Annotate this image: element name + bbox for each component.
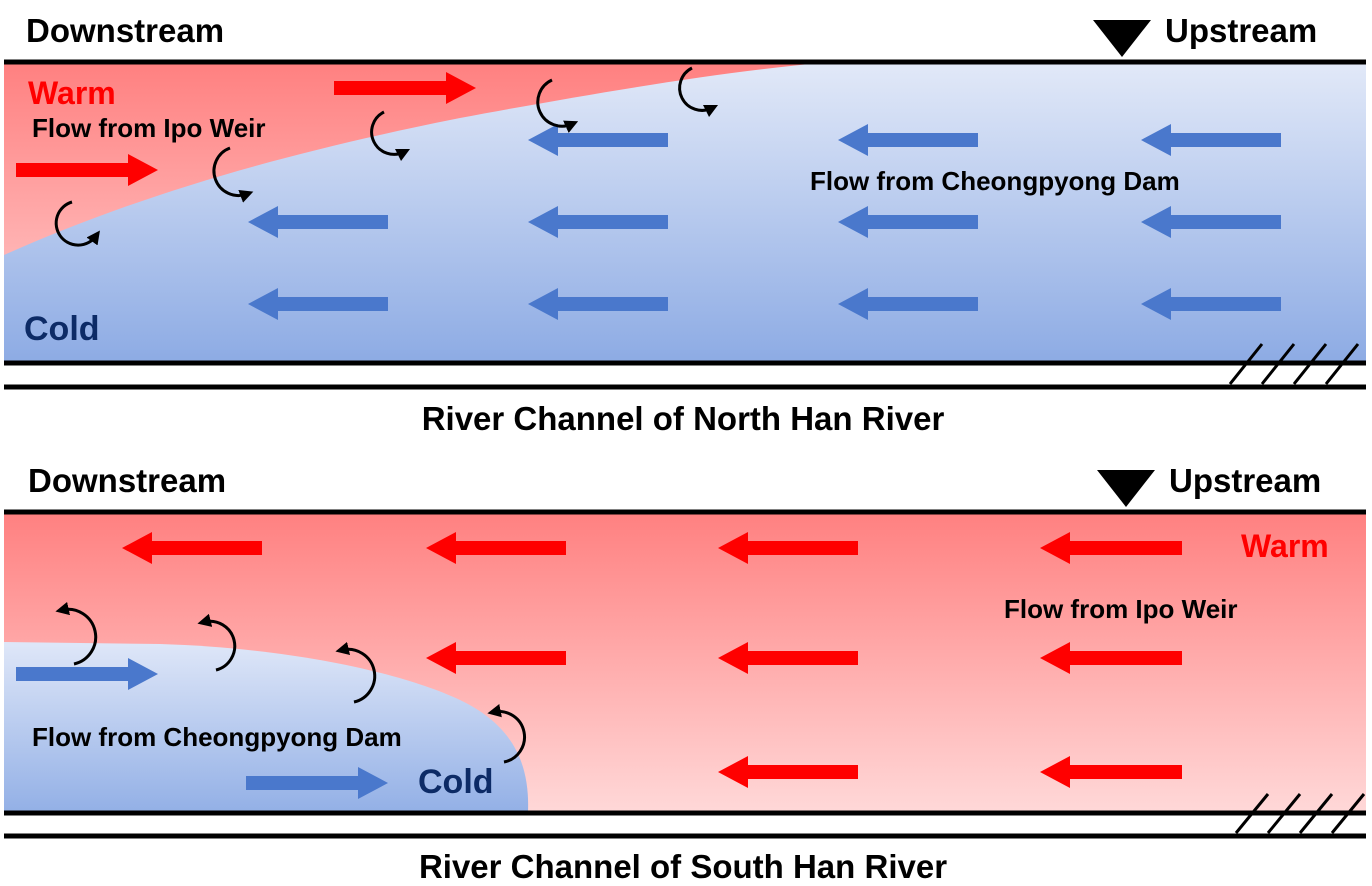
- south-warm-arrow: [426, 532, 566, 564]
- south-flow-cheong-label: Flow from Cheongpyong Dam: [32, 722, 402, 752]
- north-flow-ipo-label: Flow from Ipo Weir: [32, 113, 266, 143]
- south-warm-label: Warm: [1241, 528, 1329, 564]
- north-cold-arrows: [248, 124, 1281, 320]
- north-eddies: [54, 66, 719, 247]
- south-cold-arrow: [16, 658, 158, 690]
- south-water-level-icon: [1097, 470, 1155, 507]
- eddy-icon: [335, 641, 377, 704]
- south-cold-arrow: [246, 767, 388, 799]
- south-downstream-label: Downstream: [28, 462, 226, 499]
- south-panel: Downstream Upstream Warm Flow from Ipo W…: [4, 462, 1366, 885]
- south-warm-arrow: [718, 532, 858, 564]
- north-water-level-icon: [1093, 20, 1151, 57]
- north-cold-arrow: [838, 206, 978, 238]
- eddy-icon: [678, 66, 719, 118]
- north-cold-arrow: [838, 288, 978, 320]
- eddy-icon: [536, 78, 579, 133]
- north-cold-water: [4, 62, 1366, 362]
- north-warm-arrow: [334, 72, 476, 104]
- south-warm-arrow: [718, 642, 858, 674]
- north-bed-hatch: [1228, 343, 1360, 385]
- south-warm-arrow: [1040, 642, 1182, 674]
- south-cold-label: Cold: [418, 763, 494, 801]
- eddy-icon: [197, 613, 237, 672]
- south-warm-arrow: [426, 642, 566, 674]
- south-flow-ipo-label: Flow from Ipo Weir: [1004, 594, 1238, 624]
- north-warm-arrow: [16, 154, 158, 186]
- north-cold-arrow: [528, 288, 668, 320]
- north-cold-arrow: [248, 206, 388, 238]
- north-caption: River Channel of North Han River: [422, 400, 945, 437]
- eddy-icon: [212, 146, 254, 203]
- south-warm-arrow: [1040, 756, 1182, 788]
- eddy-icon: [370, 110, 411, 162]
- north-cold-arrow: [1141, 124, 1281, 156]
- north-downstream-label: Downstream: [26, 12, 224, 49]
- north-cold-label: Cold: [24, 310, 100, 348]
- north-panel: Downstream Upstream Warm Flow from Ipo W…: [4, 12, 1366, 437]
- south-bed-hatch: [1234, 793, 1366, 834]
- north-cold-arrow: [528, 124, 668, 156]
- south-warm-arrow: [718, 756, 858, 788]
- north-flow-cheong-label: Flow from Cheongpyong Dam: [810, 166, 1180, 196]
- eddy-icon: [487, 704, 526, 764]
- south-caption: River Channel of South Han River: [419, 848, 947, 885]
- north-warm-arrows: [16, 72, 476, 186]
- north-cold-arrow: [1141, 206, 1281, 238]
- south-warm-arrows: [122, 532, 1182, 788]
- north-cold-arrow: [528, 206, 668, 238]
- south-warm-arrow: [1040, 532, 1182, 564]
- north-warm-label: Warm: [28, 75, 116, 111]
- south-eddies: [55, 601, 526, 764]
- south-cold-arrows: [16, 658, 388, 799]
- south-upstream-label: Upstream: [1169, 462, 1321, 499]
- north-cold-arrow: [248, 288, 388, 320]
- eddy-icon: [54, 200, 100, 247]
- eddy-icon: [55, 601, 98, 666]
- north-cold-arrow: [838, 124, 978, 156]
- south-warm-arrow: [122, 532, 262, 564]
- north-cold-arrow: [1141, 288, 1281, 320]
- north-upstream-label: Upstream: [1165, 12, 1317, 49]
